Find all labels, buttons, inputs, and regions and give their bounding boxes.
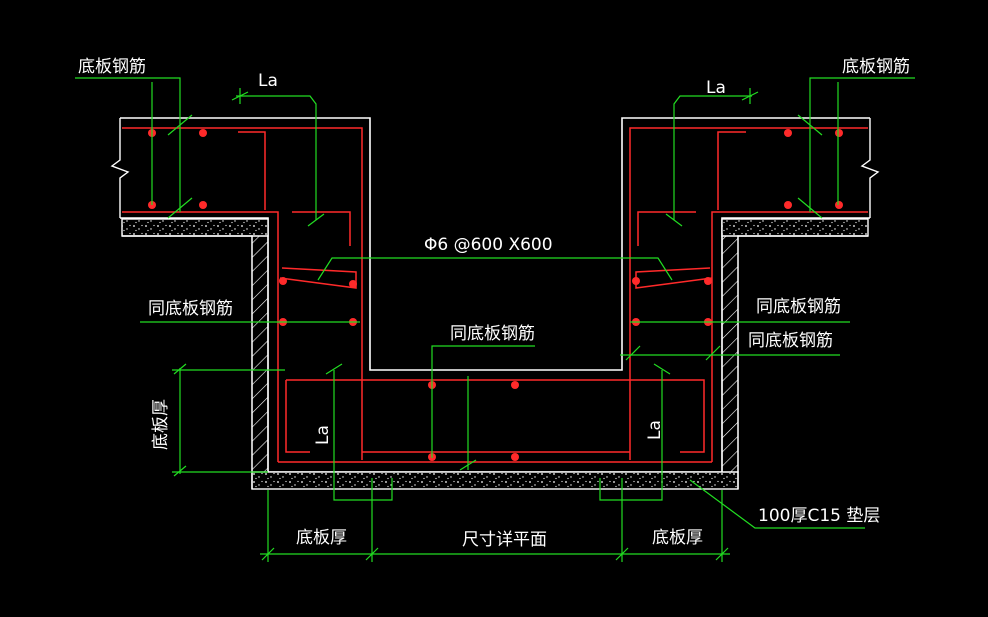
label-la-bottom-left: La xyxy=(313,425,333,445)
label-same-rebar-center: 同底板钢筋 xyxy=(450,324,535,344)
label-slab-thickness-right: 底板厚 xyxy=(652,528,703,548)
label-bottom-slab-rebar-right: 底板钢筋 xyxy=(842,57,910,77)
label-same-rebar-right-1: 同底板钢筋 xyxy=(756,297,841,317)
label-tie-spec: Φ6 @600 X600 xyxy=(424,235,553,255)
label-la-top-right: La xyxy=(706,78,726,98)
label-cushion-layer: 100厚C15 垫层 xyxy=(758,506,880,526)
labels: 底板钢筋 底板钢筋 La La Φ6 @600 X600 同底板钢筋 同底板钢筋… xyxy=(78,57,910,550)
label-la-bottom-right: La xyxy=(645,420,665,440)
rebar-lines xyxy=(122,127,868,463)
leader-lines xyxy=(75,77,915,562)
label-slab-thickness-vertical: 底板厚 xyxy=(151,399,171,450)
cushion-layers xyxy=(121,218,869,490)
label-same-rebar-left: 同底板钢筋 xyxy=(148,299,233,319)
label-la-top-left: La xyxy=(258,71,278,91)
label-plan-size: 尺寸详平面 xyxy=(462,530,547,550)
label-bottom-slab-rebar-left: 底板钢筋 xyxy=(78,57,146,77)
break-lines xyxy=(110,118,880,218)
label-slab-thickness-left: 底板厚 xyxy=(296,528,347,548)
concrete-outline xyxy=(120,117,870,473)
label-same-rebar-right-2: 同底板钢筋 xyxy=(748,331,833,351)
side-hatch xyxy=(251,235,739,473)
